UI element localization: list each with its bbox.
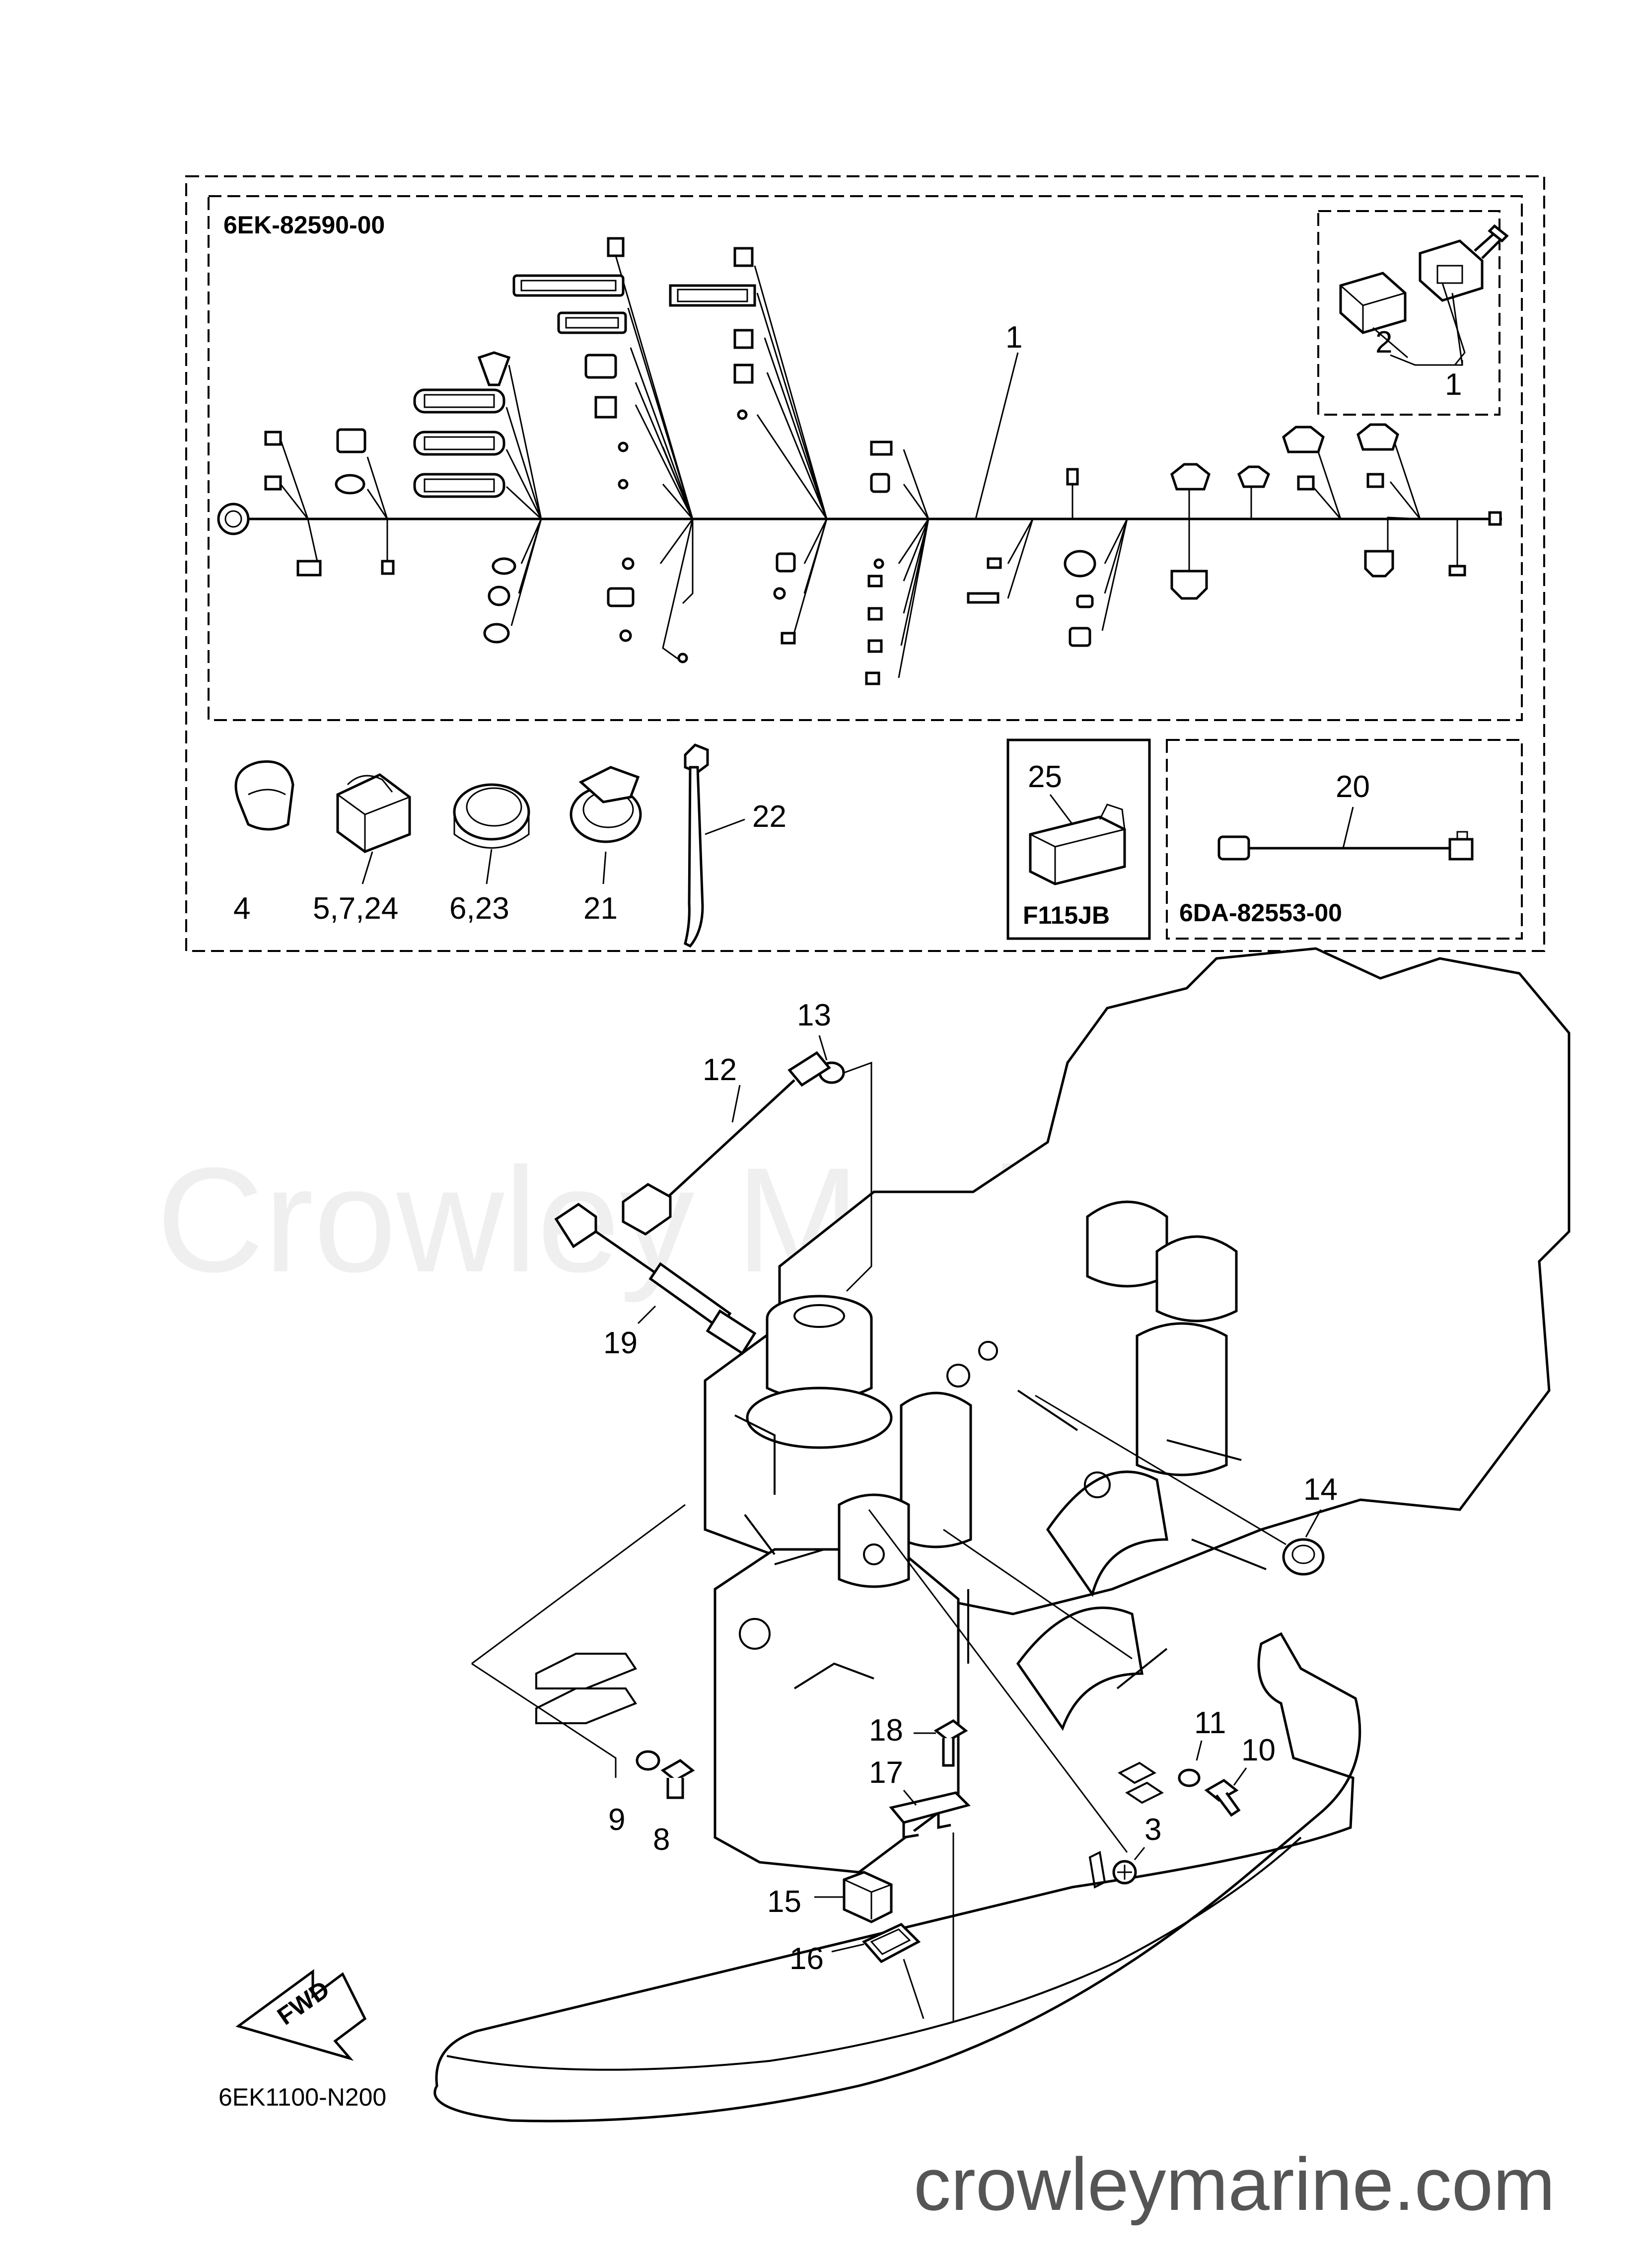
clamp-part-21[interactable] [570,766,642,843]
washer-part-9[interactable] [636,1750,660,1771]
harness-code: 6EK-82590-00 [223,211,385,239]
clamp-part-4[interactable] [234,760,294,831]
bracket-part-left[interactable] [535,1653,638,1724]
terminal-part-3[interactable] [1088,1851,1106,1889]
leader-c10 [1233,1767,1247,1786]
leader-c16 [831,1943,864,1953]
bolt-part-10[interactable] [1204,1778,1241,1817]
clamp-part-6-23[interactable] [453,783,530,849]
leader-c13b [844,1061,872,1292]
outer-frame [185,175,1545,952]
leader-c21 [602,851,607,884]
callout-20: 20 [1336,770,1370,804]
callout-14: 14 [1303,1472,1338,1507]
callout-10: 10 [1241,1733,1276,1767]
cable-tie-part-22[interactable] [684,743,709,948]
leader-c13 [818,1035,828,1061]
leader-c1b [1441,283,1466,366]
callout-16: 16 [789,1942,824,1976]
leader-c11 [943,1529,1133,1660]
leader-c19 [637,1305,656,1324]
leader-c14b [1305,1509,1322,1537]
model-box [1006,738,1151,940]
harness-box [208,195,1523,721]
screw-part-3[interactable] [1112,1860,1137,1885]
leader-c20 [1342,806,1354,849]
callout-17: 17 [869,1756,903,1790]
callout-25: 25 [1028,760,1062,794]
callout-3: 3 [1144,1813,1161,1847]
bolt-part-18[interactable] [933,1719,968,1767]
leader-c17 [903,1790,917,1806]
washer-part-11[interactable] [1178,1768,1201,1787]
leader-c14 [1035,1394,1286,1545]
fwd-arrow-icon: FWD [235,1969,367,2061]
callout-12: 12 [703,1053,737,1087]
callout-5-7-24: 5,7,24 [313,891,398,926]
connector-box [1317,210,1500,416]
subharness-part-20[interactable] [1217,831,1474,861]
leader-c16b [903,1959,925,2019]
callout-2: 2 [1375,325,1392,360]
callout-9: 9 [608,1803,625,1837]
connector-part-2[interactable] [1339,272,1407,334]
wire-harness[interactable] [217,237,1502,685]
leader-bracket [471,1504,686,1778]
leader-c22 [705,818,745,835]
leader-c5 [361,851,373,884]
callout-22: 22 [752,800,786,834]
connector-part-15[interactable] [843,1871,893,1923]
diagram-code: 6EK1100-N200 [218,2083,386,2111]
callout-6-23: 6,23 [449,891,509,926]
callout-13: 13 [797,998,831,1032]
subharness-box [1166,739,1523,940]
sensor-part-19[interactable] [554,1202,757,1355]
sensor-part-14[interactable] [1282,1538,1325,1576]
leader-c3b [1134,1847,1145,1860]
plate-part-17[interactable] [889,1791,971,1839]
callout-11: 11 [1194,1706,1226,1740]
leader-c25 [1049,794,1073,825]
leader-c12 [731,1085,741,1123]
callout-1b: 1 [1445,367,1462,402]
callout-1: 1 [1005,320,1022,355]
website: crowleymarine.com [914,2142,1555,2226]
engine-block [433,947,1571,2122]
callout-15: 15 [767,1885,801,1919]
connector-part-1[interactable] [1419,224,1509,302]
callout-19: 19 [603,1326,638,1360]
callout-18: 18 [869,1713,903,1748]
leader-c11b [1196,1740,1203,1761]
sensor-part-12[interactable] [622,1051,831,1236]
clamp-part-5-7-24[interactable] [336,773,411,853]
terminal-part-right[interactable] [1118,1761,1164,1804]
grommet-part-16[interactable] [861,1922,921,1964]
model-code: F115JB [1023,901,1110,929]
leader-c3 [868,1509,1128,1853]
leader-c6 [486,849,493,884]
callout-8: 8 [653,1823,670,1857]
callout-4: 4 [233,891,250,926]
subharness-code: 6DA-82553-00 [1179,899,1342,927]
bolt-part-8[interactable] [660,1758,695,1799]
callout-21: 21 [583,891,618,926]
connector-part-25[interactable] [1029,804,1126,885]
